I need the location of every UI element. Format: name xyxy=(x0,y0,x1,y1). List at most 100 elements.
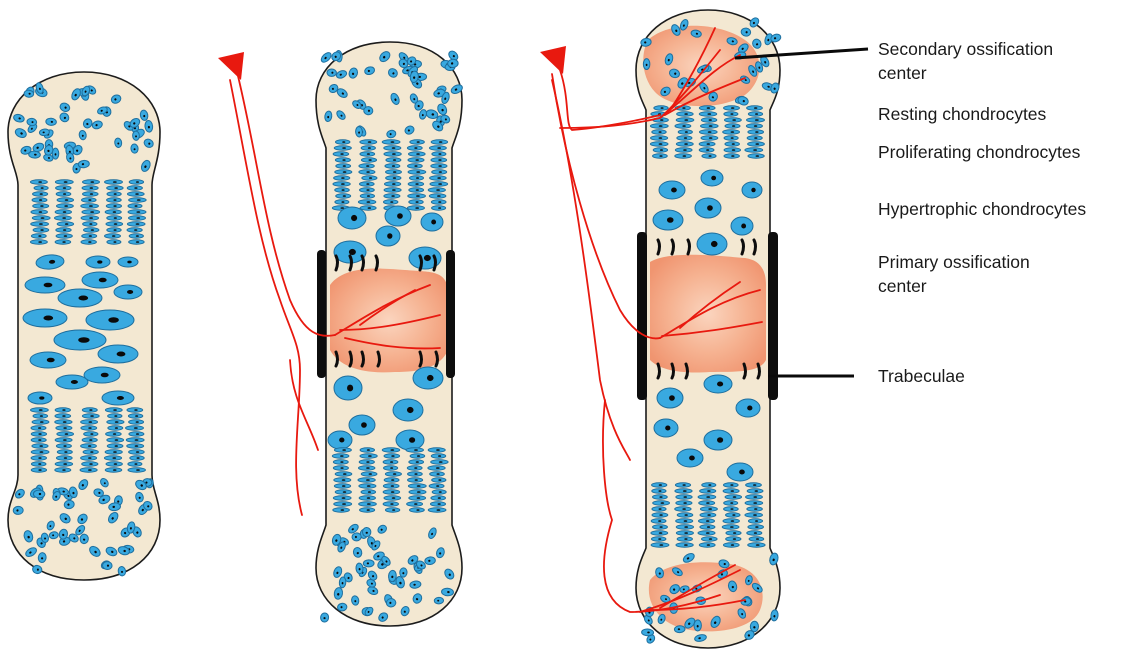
proliferating-chondrocyte xyxy=(746,483,762,487)
proliferating-chondrocyte xyxy=(129,420,144,424)
proliferating-chondrocyte xyxy=(105,210,121,214)
proliferating-chondrocyte xyxy=(383,490,400,494)
proliferating-chondrocyte xyxy=(334,502,352,506)
proliferating-chondrocyte xyxy=(724,501,738,505)
trabecula xyxy=(434,256,436,270)
label-proliferating-chondrocytes: Proliferating chondrocytes xyxy=(878,141,1080,164)
proliferating-chondrocyte xyxy=(429,146,446,150)
hypertrophic-chondrocyte xyxy=(102,391,134,405)
proliferating-chondrocyte xyxy=(723,543,739,547)
proliferating-chondrocyte xyxy=(700,507,717,511)
proliferating-chondrocyte xyxy=(386,158,401,162)
proliferating-chondrocyte xyxy=(653,501,670,505)
proliferating-chondrocyte xyxy=(333,466,348,470)
proliferating-chondrocyte xyxy=(745,513,763,517)
proliferating-chondrocyte xyxy=(678,130,692,134)
proliferating-chondrocyte xyxy=(654,106,668,110)
trabecula xyxy=(350,256,352,270)
proliferating-chondrocyte xyxy=(31,234,46,238)
hypertrophic-chondrocyte xyxy=(86,256,110,268)
proliferating-chondrocyte xyxy=(408,152,425,156)
proliferating-chondrocyte xyxy=(32,444,48,448)
proliferating-chondrocyte xyxy=(127,192,144,196)
proliferating-chondrocyte xyxy=(384,454,400,458)
proliferating-chondrocyte xyxy=(408,484,426,488)
proliferating-chondrocyte xyxy=(725,142,739,146)
proliferating-chondrocyte xyxy=(701,124,719,128)
hypertrophic-chondrocyte xyxy=(118,257,138,267)
proliferating-chondrocyte xyxy=(653,148,667,152)
hypertrophic-chondrocyte xyxy=(742,182,762,198)
proliferating-chondrocyte xyxy=(700,489,716,493)
proliferating-chondrocyte xyxy=(383,502,398,506)
proliferating-chondrocyte xyxy=(384,194,400,198)
bone-3-primary-ossification xyxy=(650,255,766,373)
resting-chondrocyte xyxy=(694,620,702,631)
proliferating-chondrocyte xyxy=(431,460,448,464)
proliferating-chondrocyte xyxy=(724,106,740,110)
hypertrophic-chondrocyte xyxy=(56,375,88,389)
proliferating-chondrocyte xyxy=(432,152,446,156)
proliferating-chondrocyte xyxy=(675,507,691,511)
proliferating-chondrocyte xyxy=(431,158,447,162)
proliferating-chondrocyte xyxy=(82,414,99,418)
proliferating-chondrocyte xyxy=(698,519,714,523)
proliferating-chondrocyte xyxy=(747,106,763,110)
proliferating-chondrocyte xyxy=(33,192,48,196)
trabecula xyxy=(336,352,338,366)
proliferating-chondrocyte xyxy=(749,537,764,541)
proliferating-chondrocyte xyxy=(651,531,668,535)
resting-chondrocyte xyxy=(641,629,653,636)
hypertrophic-chondrocyte xyxy=(653,210,683,230)
proliferating-chondrocyte xyxy=(383,460,398,464)
proliferating-chondrocyte xyxy=(432,478,446,482)
trabecula xyxy=(378,352,380,366)
proliferating-chondrocyte xyxy=(81,204,99,208)
proliferating-chondrocyte xyxy=(723,489,739,493)
proliferating-chondrocyte xyxy=(384,496,401,500)
label-trabeculae: Trabeculae xyxy=(878,365,965,388)
proliferating-chondrocyte xyxy=(128,216,145,220)
proliferating-chondrocyte xyxy=(57,198,73,202)
hypertrophic-chondrocyte xyxy=(393,399,423,421)
proliferating-chondrocyte xyxy=(432,170,447,174)
proliferating-chondrocyte xyxy=(748,154,764,158)
proliferating-chondrocyte xyxy=(81,426,97,430)
proliferating-chondrocyte xyxy=(676,142,693,146)
proliferating-chondrocyte xyxy=(57,450,72,454)
proliferating-chondrocyte xyxy=(383,484,399,488)
proliferating-chondrocyte xyxy=(676,525,693,529)
proliferating-chondrocyte xyxy=(33,414,48,418)
proliferating-chondrocyte xyxy=(702,154,716,158)
resting-chondrocyte xyxy=(399,568,407,578)
proliferating-chondrocyte xyxy=(748,525,764,529)
proliferating-chondrocyte xyxy=(675,483,690,487)
proliferating-chondrocyte xyxy=(57,432,74,436)
trabecula xyxy=(658,240,660,254)
proliferating-chondrocyte xyxy=(723,130,740,134)
proliferating-chondrocyte xyxy=(55,462,72,466)
resting-chondrocyte xyxy=(46,118,57,126)
proliferating-chondrocyte xyxy=(675,489,692,493)
proliferating-chondrocyte xyxy=(106,222,123,226)
proliferating-chondrocyte xyxy=(432,490,446,494)
proliferating-chondrocyte xyxy=(725,495,742,499)
proliferating-chondrocyte xyxy=(408,170,426,174)
hypertrophic-chondrocyte xyxy=(396,430,424,450)
proliferating-chondrocyte xyxy=(82,198,97,202)
proliferating-chondrocyte xyxy=(335,200,349,204)
proliferating-chondrocyte xyxy=(128,462,142,466)
proliferating-chondrocyte xyxy=(81,240,96,244)
proliferating-chondrocyte xyxy=(81,444,97,448)
proliferating-chondrocyte xyxy=(130,456,144,460)
proliferating-chondrocyte xyxy=(676,495,692,499)
proliferating-chondrocyte xyxy=(31,222,49,226)
proliferating-chondrocyte xyxy=(31,426,46,430)
proliferating-chondrocyte xyxy=(748,519,762,523)
proliferating-chondrocyte xyxy=(651,537,665,541)
trabecula xyxy=(376,256,378,270)
trabecula xyxy=(350,352,352,366)
proliferating-chondrocyte xyxy=(56,456,72,460)
proliferating-chondrocyte xyxy=(746,495,763,499)
